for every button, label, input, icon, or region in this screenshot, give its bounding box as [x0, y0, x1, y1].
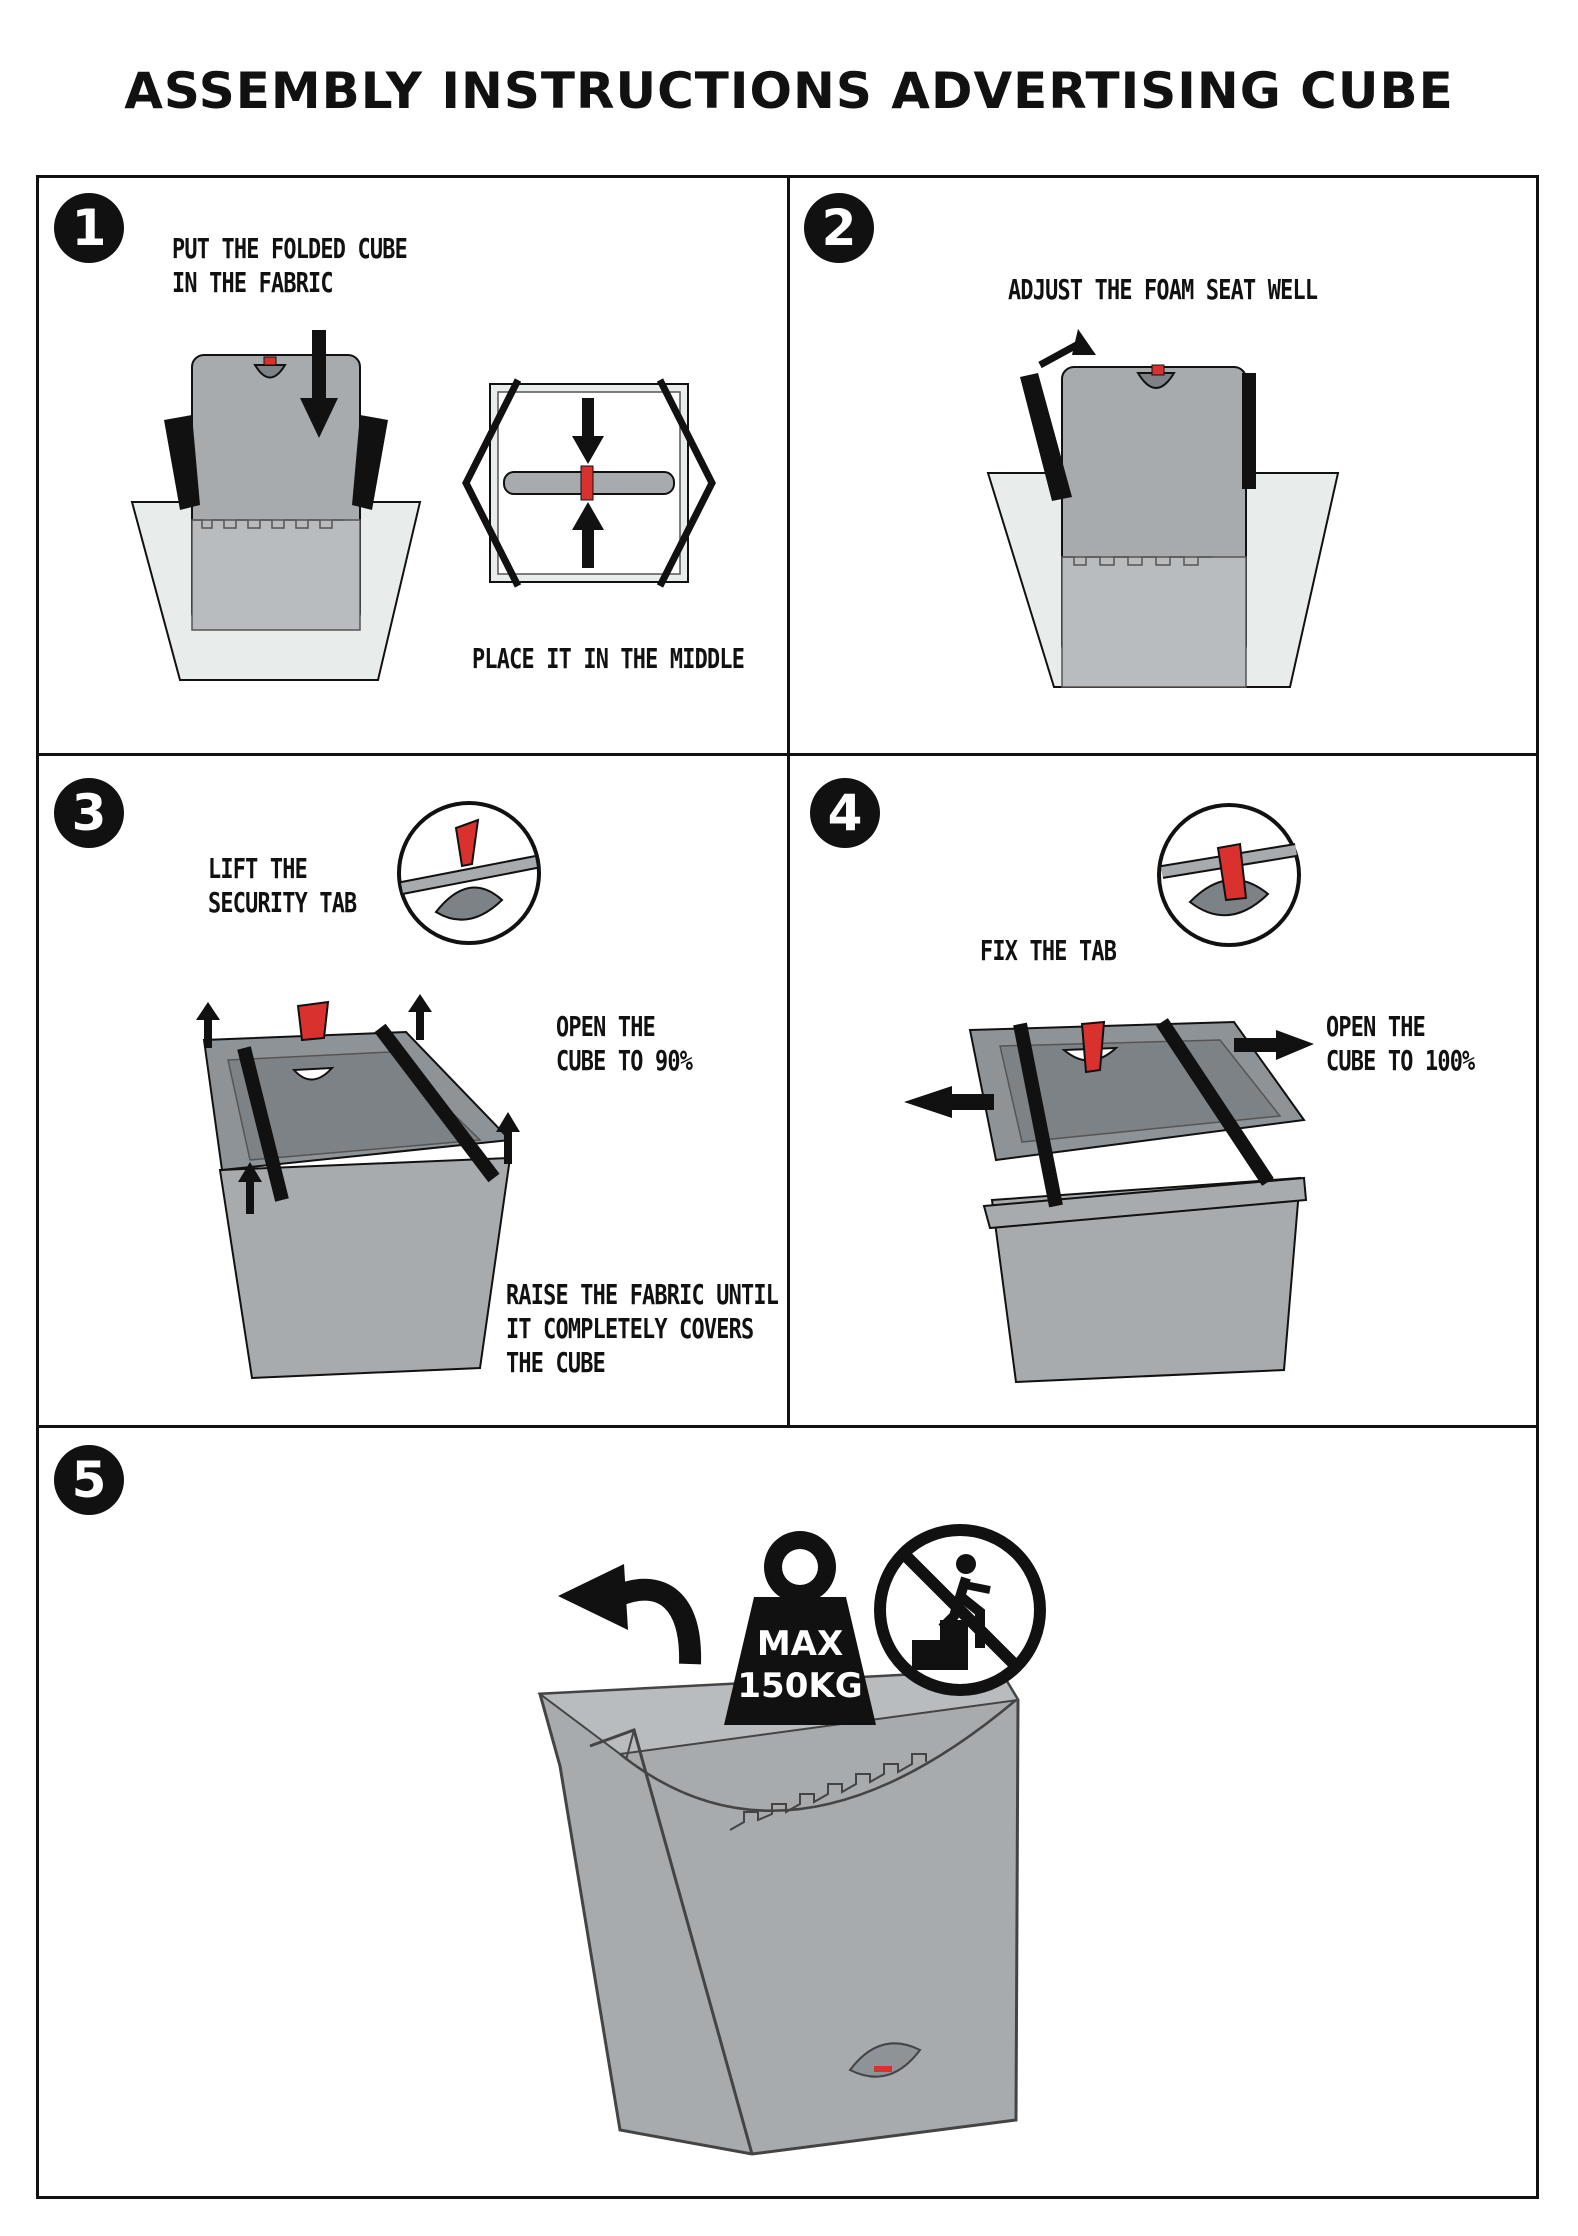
weight-icon: MAX 150KG [724, 1531, 876, 1725]
step-2-caption: ADJUST THE FOAM SEAT WELL [1008, 273, 1318, 306]
step-3-caption-open: OPEN THE CUBE TO 90% [556, 1010, 693, 1077]
step-5-badge: 5 [54, 1445, 124, 1515]
step-1-badge: 1 [54, 193, 124, 263]
no-standing-icon [874, 1524, 1046, 1696]
folded-cube-into-fabric-illustration [130, 330, 422, 681]
fix-tab-detail-icon [1157, 803, 1301, 947]
step-1-caption-fold: PUT THE FOLDED CUBE IN THE FABRIC [172, 232, 408, 299]
panel-divider-row1 [36, 753, 1539, 756]
step-1-caption-middle: PLACE IT IN THE MIDDLE [472, 642, 745, 675]
step-3-caption-lift: LIFT THE SECURITY TAB [208, 852, 357, 919]
step-2-badge: 2 [804, 193, 874, 263]
panel-divider-row2 [36, 1425, 1539, 1428]
weight-max-label: MAX [757, 1624, 843, 1664]
place-in-middle-illustration [462, 378, 716, 588]
security-tab-detail-icon [397, 801, 541, 945]
step-4-caption-fix: FIX THE TAB [980, 934, 1117, 967]
weight-value-label: 150KG [737, 1666, 862, 1706]
curved-arrow-icon [558, 1564, 702, 1665]
adjust-foam-seat-illustration [986, 329, 1340, 688]
step-4-caption-open: OPEN THE CUBE TO 100% [1326, 1010, 1475, 1077]
panel-divider-vertical [787, 175, 790, 1427]
page-title: ASSEMBLY INSTRUCTIONS ADVERTISING CUBE [124, 62, 1454, 120]
open-cube-100-illustration [904, 1018, 1314, 1384]
open-cube-90-illustration [196, 994, 520, 1380]
step-3-badge: 3 [54, 778, 124, 848]
step-3-caption-raise: RAISE THE FABRIC UNTIL IT COMPLETELY COV… [506, 1278, 779, 1379]
step-4-badge: 4 [810, 778, 880, 848]
